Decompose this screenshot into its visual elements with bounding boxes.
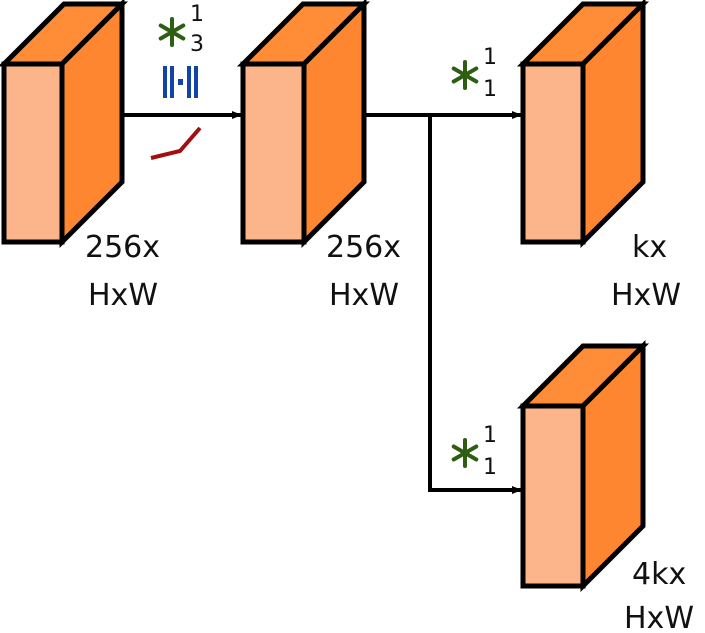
feature-block-1	[0, 0, 129, 249]
conv-op-1: 1 3	[158, 2, 204, 57]
block2-size-label: HxW	[329, 278, 399, 313]
kernel-sup: 1	[483, 423, 497, 448]
asterisk-icon	[158, 17, 186, 47]
conv-op-3: 1 1	[451, 423, 497, 480]
kernel-sub: 1	[483, 77, 497, 102]
relu-icon	[150, 126, 202, 160]
feature-block-4	[516, 339, 650, 593]
kernel-sup: 1	[483, 45, 497, 70]
block1-size-label: HxW	[88, 278, 158, 313]
block3-size-label: HxW	[611, 278, 681, 313]
asterisk-icon	[451, 60, 479, 90]
kernel-sup: 1	[190, 2, 204, 27]
block3-channels-label: kx	[632, 230, 667, 265]
feature-block-3	[516, 0, 650, 249]
block1-channels-label: 256x	[85, 230, 160, 265]
asterisk-icon	[451, 438, 479, 468]
kernel-sub: 3	[190, 32, 204, 57]
block4-size-label: HxW	[624, 601, 694, 633]
feature-block-2	[236, 0, 371, 249]
block4-channels-label: 4kx	[632, 557, 686, 592]
kernel-sub: 1	[483, 455, 497, 480]
block2-channels-label: 256x	[326, 230, 401, 265]
batch-norm-icon	[163, 66, 198, 98]
conv-op-2: 1 1	[451, 45, 497, 102]
